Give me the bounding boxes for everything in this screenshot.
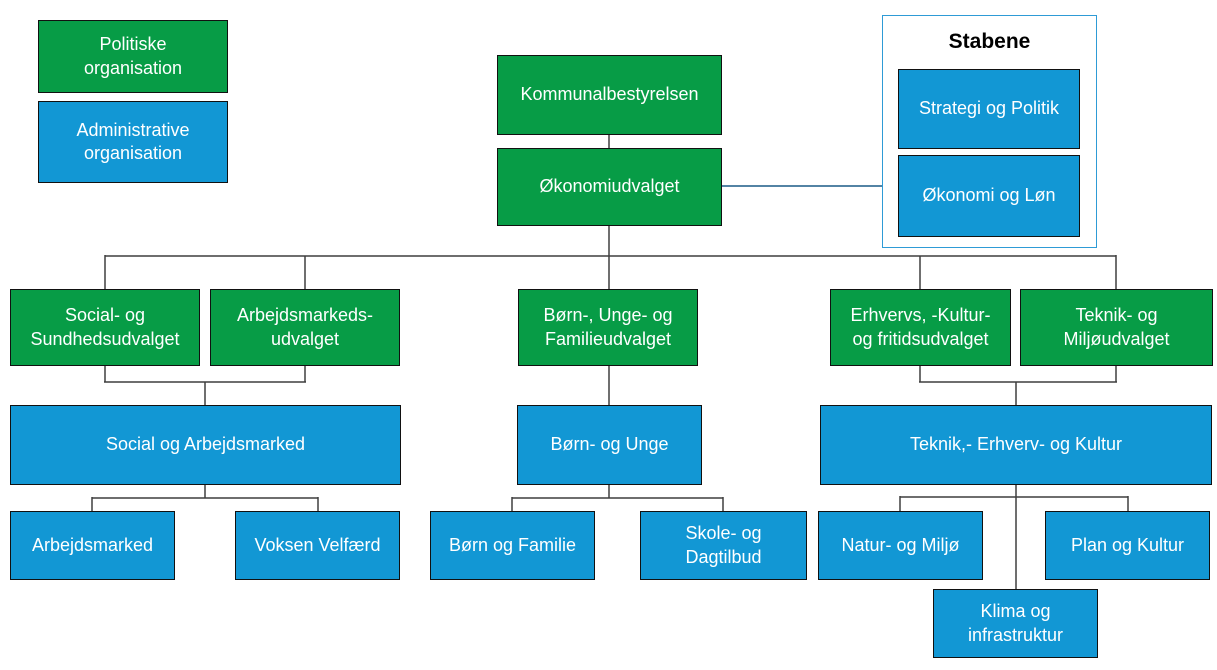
node-label: Social- og Sundhedsudvalget	[30, 305, 180, 349]
node-label: Arbejdsmarked	[31, 534, 154, 555]
node-label: Børn- og Unge	[550, 434, 669, 455]
node-label: Arbejdsmarkeds- udvalget	[236, 305, 374, 349]
node-social-og-arbejdsmarked: Social og Arbejdsmarked	[10, 405, 401, 485]
node-label: Økonomi og Løn	[922, 185, 1056, 206]
node-label: Børn-, Unge- og Familieudvalget	[543, 305, 673, 349]
node-teknik-og-miljoudvalget: Teknik- og Miljøudvalget	[1020, 289, 1213, 366]
node-label: Teknik- og Miljøudvalget	[1063, 305, 1170, 349]
node-social-og-sundhedsudvalget: Social- og Sundhedsudvalget	[10, 289, 200, 366]
node-label: Økonomiudvalget	[539, 176, 680, 197]
node-strategi-og-politik: Strategi og Politik	[898, 69, 1080, 149]
stabene-title: Stabene	[948, 30, 1031, 53]
node-erhvervs-kultur-og-fritidsudvalget: Erhvervs, -Kultur- og fritidsudvalget	[830, 289, 1011, 366]
node-label: Kommunalbestyrelsen	[520, 84, 699, 105]
node-label: Teknik,- Erhverv- og Kultur	[909, 434, 1123, 455]
legend-political-organisation: Politiske organisation	[38, 20, 228, 93]
node-label: Skole- og Dagtilbud	[685, 523, 762, 567]
node-label: Social og Arbejdsmarked	[105, 434, 306, 455]
node-klima-og-infrastruktur: Klima og infrastruktur	[933, 589, 1098, 658]
node-plan-og-kultur: Plan og Kultur	[1045, 511, 1210, 580]
node-label: Klima og infrastruktur	[967, 601, 1064, 645]
node-label: Voksen Velfærd	[254, 534, 381, 555]
node-okonomi-og-lon: Økonomi og Løn	[898, 155, 1080, 237]
node-label: Børn og Familie	[448, 534, 577, 555]
legend-administrative-organisation: Administrative organisation	[38, 101, 228, 183]
node-born-og-familie: Børn og Familie	[430, 511, 595, 580]
node-born-og-unge: Børn- og Unge	[517, 405, 702, 485]
node-label: Plan og Kultur	[1070, 534, 1185, 555]
node-voksen-velfaerd: Voksen Velfærd	[235, 511, 400, 580]
node-born-unge-og-familieudvalget: Børn-, Unge- og Familieudvalget	[518, 289, 698, 366]
node-kommunalbestyrelsen: Kommunalbestyrelsen	[497, 55, 722, 135]
node-arbejdsmarked: Arbejdsmarked	[10, 511, 175, 580]
legend-administrative-label: Administrative organisation	[76, 119, 190, 163]
node-okonomiudvalget: Økonomiudvalget	[497, 148, 722, 226]
node-label: Natur- og Miljø	[841, 534, 960, 555]
legend-political-label: Politiske organisation	[83, 34, 183, 78]
node-skole-og-dagtilbud: Skole- og Dagtilbud	[640, 511, 807, 580]
org-connectors	[91, 135, 1129, 590]
node-arbejdsmarkedsudvalget: Arbejdsmarkeds- udvalget	[210, 289, 400, 366]
node-label: Strategi og Politik	[918, 98, 1060, 119]
node-natur-og-miljo: Natur- og Miljø	[818, 511, 983, 580]
node-label: Erhvervs, -Kultur- og fritidsudvalget	[850, 305, 991, 349]
node-teknik-erhverv-og-kultur: Teknik,- Erhverv- og Kultur	[820, 405, 1212, 485]
